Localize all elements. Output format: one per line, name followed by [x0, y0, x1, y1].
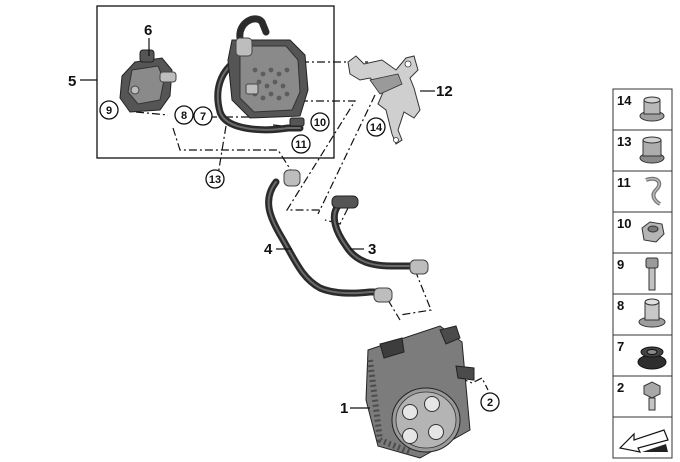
standard-parts-legend: 14 13 11 10: [612, 88, 673, 459]
standard-parts-arrow-icon: [618, 429, 669, 453]
leader-lines: [80, 38, 435, 409]
legend-cell-14[interactable]: 14: [612, 88, 673, 131]
long-hose-part[interactable]: [265, 169, 393, 303]
inner-hose-part[interactable]: [214, 15, 304, 134]
svg-text:8: 8: [181, 110, 187, 122]
legend-cell-10[interactable]: 10: [612, 211, 673, 254]
carbon-canister-part[interactable]: [365, 325, 475, 459]
short-hose-part[interactable]: [330, 195, 429, 275]
svg-text:13: 13: [617, 134, 631, 149]
legend-cell-9[interactable]: 9: [612, 252, 673, 295]
svg-text:14: 14: [617, 93, 632, 108]
svg-text:7: 7: [617, 339, 624, 354]
callout-10: 10: [310, 112, 330, 132]
legend-cell-8[interactable]: 8: [612, 293, 673, 336]
svg-text:2: 2: [617, 380, 624, 395]
svg-text:8: 8: [617, 298, 624, 313]
callout-7: 7: [193, 106, 213, 126]
legend-cell-2[interactable]: 2: [612, 375, 673, 418]
spacer-bushing-icon: [638, 298, 666, 328]
legend-cell-11[interactable]: 11: [612, 170, 673, 213]
hex-nut-icon: [641, 221, 665, 243]
bracket-part[interactable]: [347, 55, 421, 145]
callout-11: 11: [291, 134, 311, 154]
rubber-grommet-icon: [637, 346, 667, 370]
svg-text:13: 13: [209, 174, 221, 186]
legend-cell-13[interactable]: 13: [612, 129, 673, 172]
callout-2: 2: [480, 392, 500, 412]
legend-cell-arrow[interactable]: [612, 416, 673, 459]
callout-12: 12: [436, 83, 453, 100]
hose-clip-icon: [645, 176, 662, 206]
legend-cell-7[interactable]: 7: [612, 334, 673, 377]
callout-13: 13: [205, 169, 225, 189]
svg-text:11: 11: [295, 139, 307, 151]
svg-text:9: 9: [106, 105, 112, 117]
svg-text:10: 10: [314, 117, 326, 129]
svg-text:2: 2: [487, 397, 493, 409]
callout-8: 8: [174, 105, 194, 125]
callout-1: 1: [340, 400, 348, 417]
callout-9: 9: [99, 100, 119, 120]
svg-text:9: 9: [617, 257, 624, 272]
flange-nut-icon: [639, 96, 665, 122]
assembly-frame: [96, 5, 335, 159]
svg-text:10: 10: [617, 216, 631, 231]
callout-4: 4: [264, 241, 273, 258]
callout-6: 6: [144, 22, 152, 39]
callout-14: 14: [366, 117, 386, 137]
canister-unit-part[interactable]: [227, 37, 309, 127]
svg-text:14: 14: [370, 122, 383, 134]
collar-nut-icon: [639, 136, 665, 164]
valve-pump-part[interactable]: [119, 49, 177, 113]
svg-text:7: 7: [200, 111, 206, 123]
callout-3: 3: [368, 241, 376, 258]
hex-bolt-icon: [643, 381, 661, 411]
callout-5: 5: [68, 73, 76, 90]
socket-screw-icon: [645, 257, 659, 291]
svg-text:11: 11: [617, 175, 631, 190]
